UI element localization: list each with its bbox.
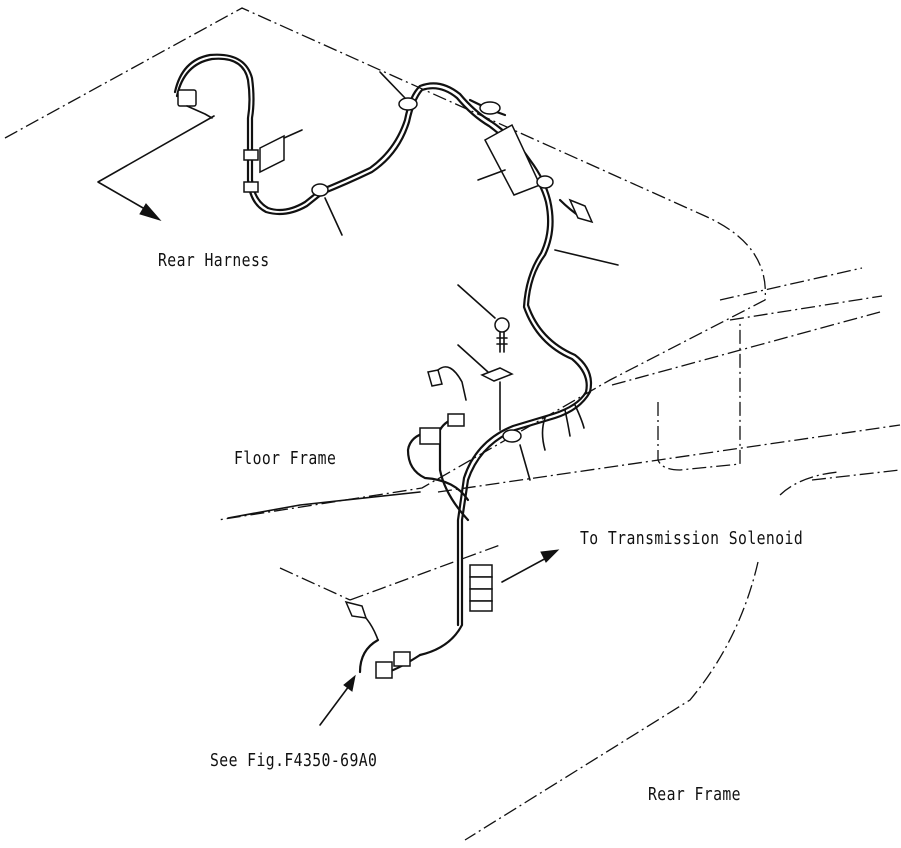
rear-frame-label: Rear Frame [648,784,741,805]
connector-right [568,198,594,224]
arrowheads [139,203,560,692]
sensor-bottom [344,600,368,619]
connector-bottom-left [375,661,393,679]
rear-connector [177,89,197,107]
frame-outlines [4,7,901,841]
connector-mid [447,413,465,427]
clip-floor [502,429,522,443]
rear-harness-wire [173,53,593,674]
clip-top [398,97,418,111]
resistor-block [483,123,542,196]
connector-bottom-right [393,651,411,667]
harness-components [177,89,594,679]
connector-floor [419,427,441,445]
floor-frame-label: Floor Frame [234,448,337,469]
relay-box [259,134,285,174]
see-fig-label: See Fig.F4350-69A0 [210,750,378,771]
clamp-upper [243,149,259,161]
sensor-plug [427,369,443,387]
rear-harness-label: Rear Harness [158,250,270,271]
clamp-lower [243,181,259,193]
clip-right [536,175,554,189]
solenoid-connector-stack [469,564,493,612]
leader-lines [97,71,619,726]
connector-top [479,101,501,115]
clip-left [311,183,329,197]
to-transmission-solenoid-label: To Transmission Solenoid [580,528,804,549]
bolt-head [494,317,510,333]
bracket [480,367,514,382]
